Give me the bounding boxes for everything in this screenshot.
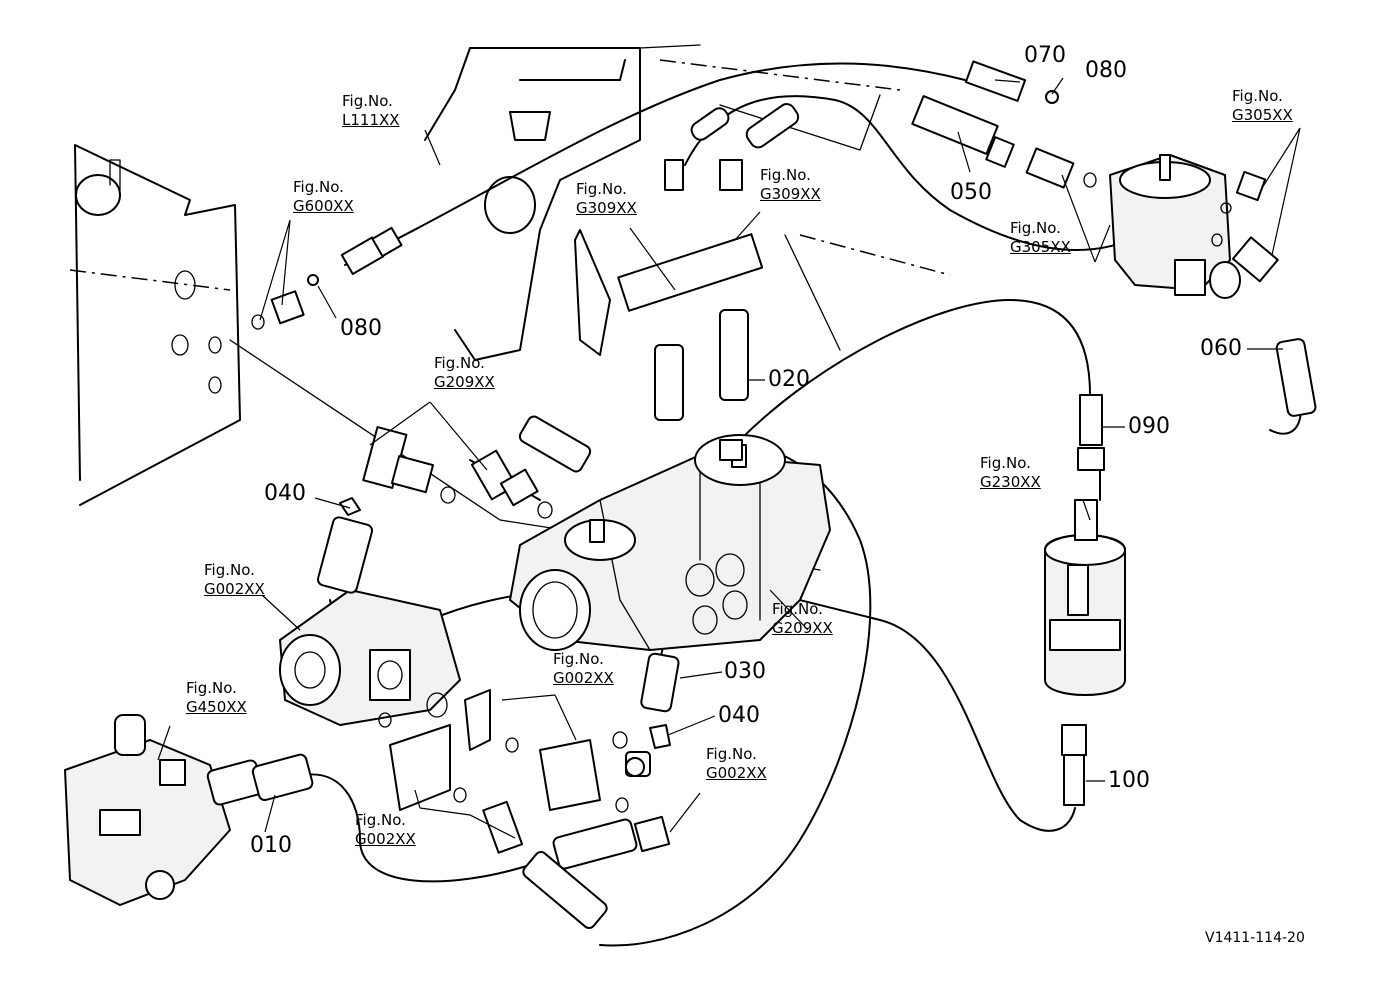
fig-code: G002XX <box>553 669 614 687</box>
fig-code: G002XX <box>204 580 265 598</box>
figure-reference-g309xx-right: Fig.No. G309XX <box>760 168 821 202</box>
hose-fittings <box>206 60 1317 929</box>
fig-prefix: Fig.No. <box>706 745 757 763</box>
figure-reference-g002xx-right: Fig.No. G002XX <box>706 747 767 781</box>
part-number-050: 050 <box>950 180 992 205</box>
fig-code: G002XX <box>355 830 416 848</box>
figure-reference-g002xx-bottom: Fig.No. G002XX <box>355 813 416 847</box>
part-number-070: 070 <box>1024 43 1066 68</box>
fig-code: G305XX <box>1010 238 1071 256</box>
fig-code: L111XX <box>342 111 400 129</box>
fig-code: G230XX <box>980 473 1041 491</box>
gear-pump-right <box>1109 154 1241 299</box>
part-number-040-left: 040 <box>264 481 306 506</box>
fig-prefix: Fig.No. <box>204 561 255 579</box>
fig-code: G209XX <box>434 373 495 391</box>
part-number-100: 100 <box>1108 768 1150 793</box>
figure-reference-g209xx-right: Fig.No. G209XX <box>772 602 833 636</box>
fig-prefix: Fig.No. <box>772 600 823 618</box>
figure-reference-g305xx-top: Fig.No. G305XX <box>1232 89 1293 123</box>
fig-code: G209XX <box>772 619 833 637</box>
part-number-010: 010 <box>250 833 292 858</box>
fig-prefix: Fig.No. <box>1232 87 1283 105</box>
fig-prefix: Fig.No. <box>186 679 237 697</box>
manifold-blocks <box>389 689 601 811</box>
chassis-outline <box>69 144 241 506</box>
figure-reference-g002xx-center: Fig.No. G002XX <box>553 652 614 686</box>
fig-prefix: Fig.No. <box>760 166 811 184</box>
fig-prefix: Fig.No. <box>293 178 344 196</box>
control-valve-lower-left <box>64 714 231 906</box>
part-number-080-left: 080 <box>340 316 382 341</box>
figure-reference-g600xx: Fig.No. G600XX <box>293 180 354 214</box>
figure-reference-g002xx-pump: Fig.No. G002XX <box>204 563 265 597</box>
fig-code: G309XX <box>576 199 637 217</box>
fig-code: G309XX <box>760 185 821 203</box>
fig-prefix: Fig.No. <box>980 454 1031 472</box>
fig-prefix: Fig.No. <box>342 92 393 110</box>
figure-reference-g230xx: Fig.No. G230XX <box>980 456 1041 490</box>
figure-reference-g209xx-top: Fig.No. G209XX <box>434 356 495 390</box>
oil-filter <box>1044 499 1126 696</box>
gear-pump-left <box>279 589 461 726</box>
figure-reference-g450xx: Fig.No. G450XX <box>186 681 247 715</box>
fig-code: G305XX <box>1232 106 1293 124</box>
fig-code: G002XX <box>706 764 767 782</box>
part-number-090: 090 <box>1128 414 1170 439</box>
figure-reference-g309xx-left: Fig.No. G309XX <box>576 182 637 216</box>
part-number-040-right: 040 <box>718 703 760 728</box>
fig-code: G600XX <box>293 197 354 215</box>
figure-reference-l111xx: Fig.No. L111XX <box>342 94 400 128</box>
part-number-080-top: 080 <box>1085 58 1127 83</box>
drawing-code: V1411-114-20 <box>1205 930 1305 946</box>
valve-block <box>509 434 831 651</box>
fig-code: G450XX <box>186 698 247 716</box>
fig-prefix: Fig.No. <box>576 180 627 198</box>
fig-prefix: Fig.No. <box>434 354 485 372</box>
part-number-020: 020 <box>768 367 810 392</box>
fig-prefix: Fig.No. <box>553 650 604 668</box>
figure-reference-g305xx-middle: Fig.No. G305XX <box>1010 221 1071 255</box>
part-number-030: 030 <box>724 659 766 684</box>
fig-prefix: Fig.No. <box>1010 219 1061 237</box>
part-number-060: 060 <box>1200 336 1242 361</box>
leader-lines <box>157 77 1301 839</box>
fig-prefix: Fig.No. <box>355 811 406 829</box>
